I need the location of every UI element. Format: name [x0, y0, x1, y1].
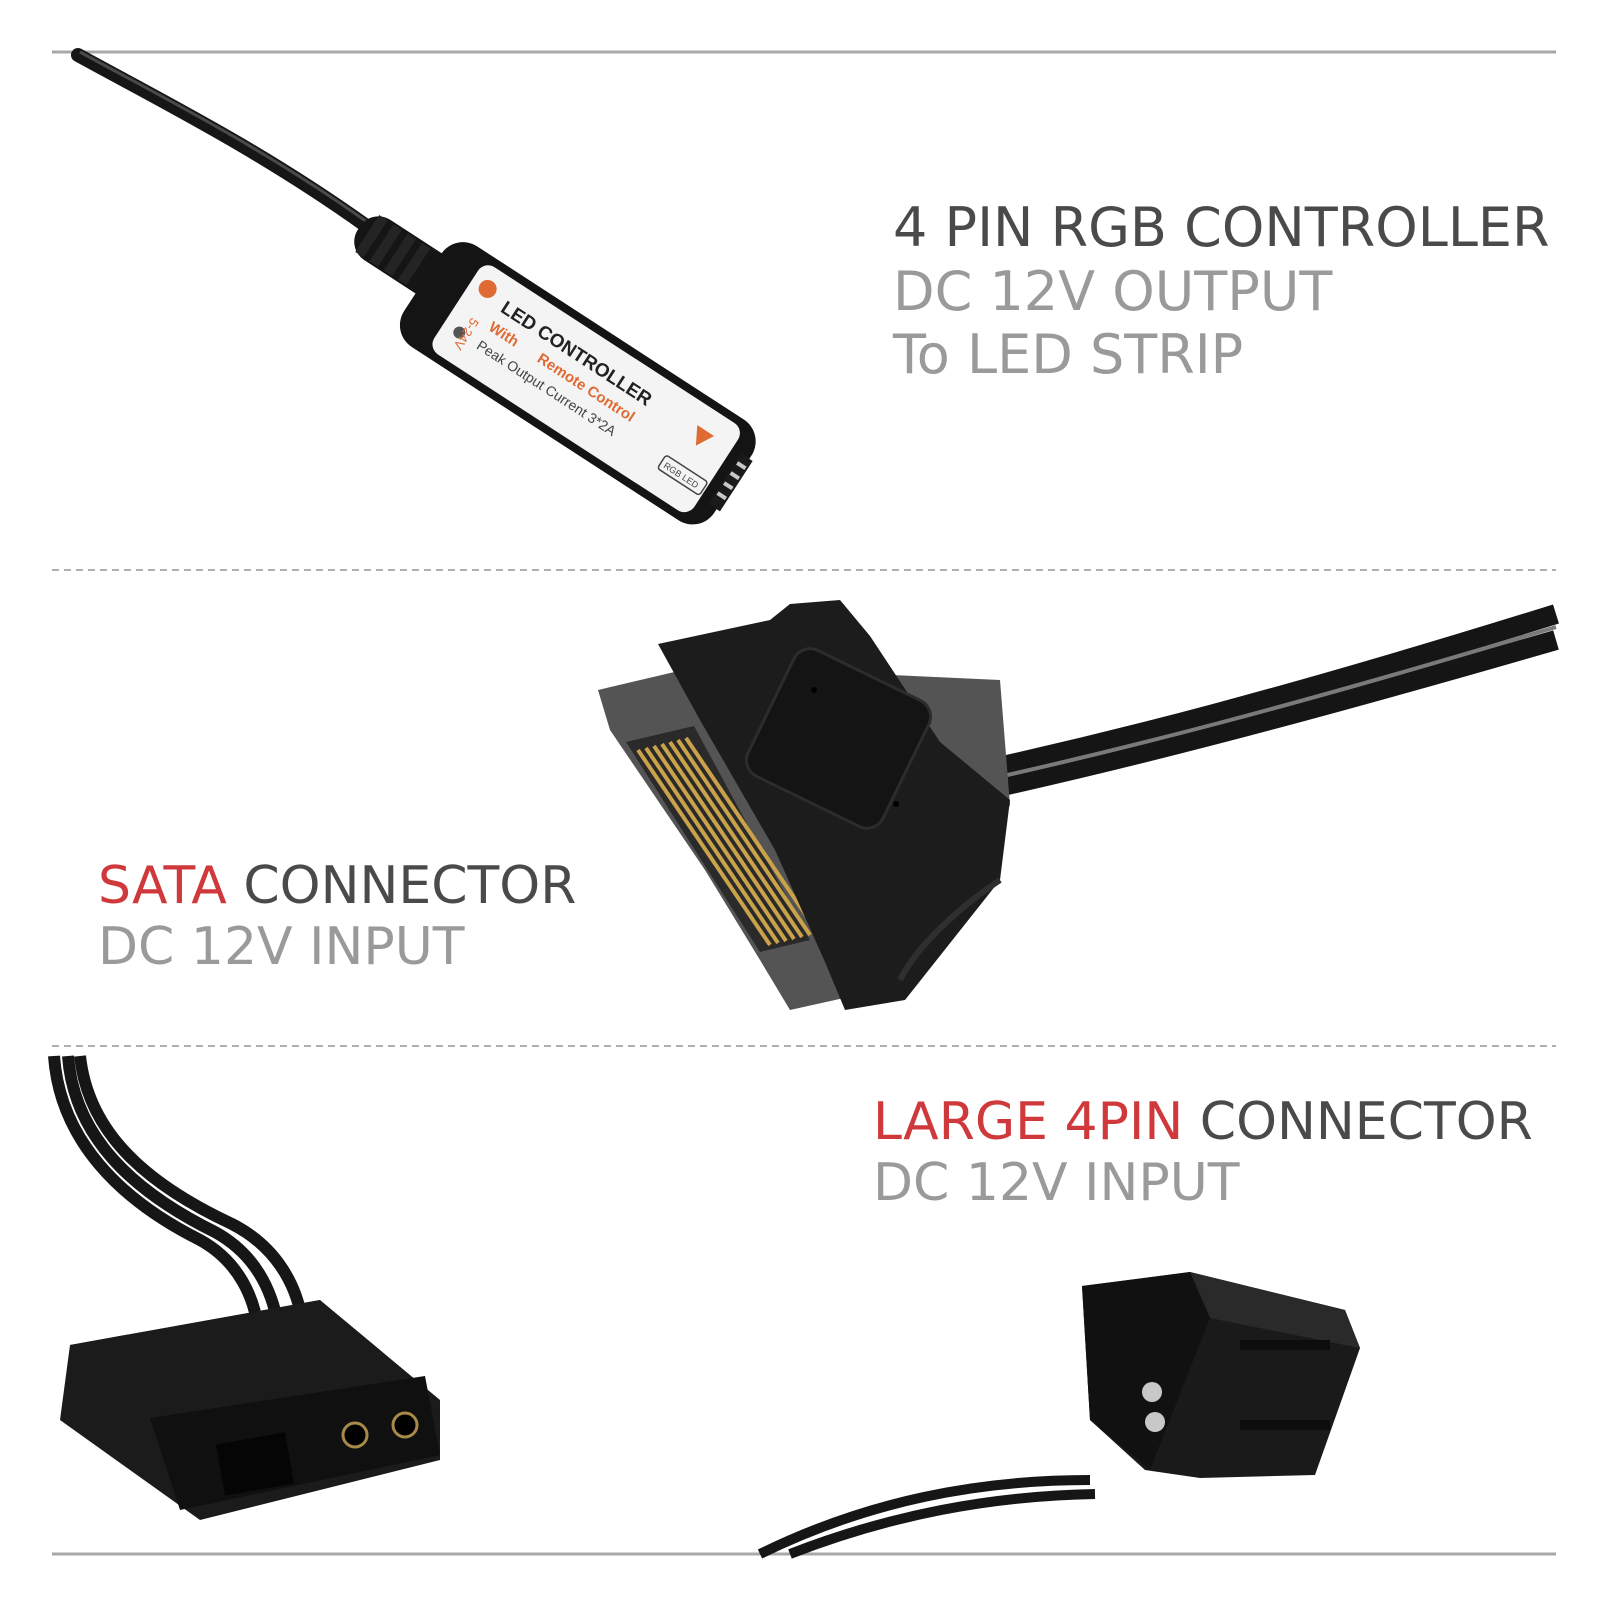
molex-caption-highlight: LARGE 4PIN	[873, 1092, 1184, 1152]
molex-connector-photo	[48, 1055, 440, 1520]
sata-connector-photo	[598, 600, 1559, 1010]
controller-caption-line1: 4 PIN RGB CONTROLLER	[893, 196, 1550, 259]
molex-caption-line2: DC 12V INPUT	[873, 1153, 1240, 1214]
controller-caption-line2: DC 12V OUTPUT	[893, 259, 1333, 323]
controller-caption: 4 PIN RGB CONTROLLER DC 12V OUTPUT To LE…	[893, 196, 1550, 387]
molex-caption: LARGE 4PIN CONNECTOR DC 12V INPUT	[873, 1092, 1533, 1215]
controller-caption-line3: To LED STRIP	[893, 323, 1244, 387]
sata-caption-highlight: SATA	[98, 856, 227, 916]
sata-caption: SATA CONNECTOR DC 12V INPUT	[98, 856, 576, 979]
sata-caption-rest: CONNECTOR	[226, 856, 577, 916]
molex-connector-photo-right	[757, 1272, 1360, 1559]
sata-caption-line2: DC 12V INPUT	[98, 917, 465, 978]
sata-caption-line1: SATA CONNECTOR	[98, 856, 576, 917]
molex-caption-rest: CONNECTOR	[1183, 1092, 1533, 1152]
molex-caption-line1: LARGE 4PIN CONNECTOR	[873, 1092, 1533, 1153]
led-controller-photo: 5-24V LED CONTROLLER With Remote Control…	[71, 48, 756, 525]
